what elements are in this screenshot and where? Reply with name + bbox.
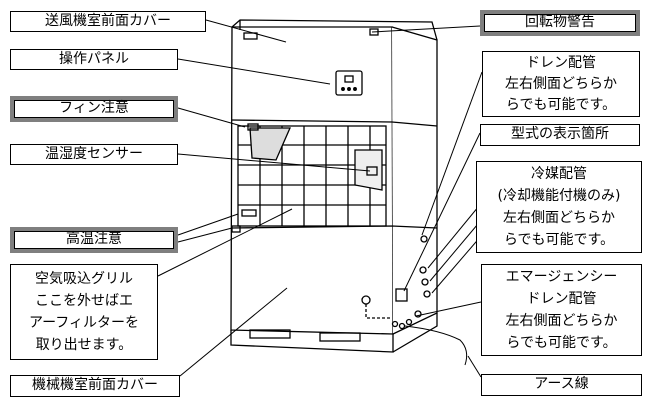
air-intake-grill-graphic [237, 125, 387, 227]
label-air-intake-grill: 空気吸込グリルここを外せばエアーフィルターを取り出せます。 [10, 264, 158, 360]
label-rotating-warning: 回転物警告 [480, 10, 640, 36]
label-drain-pipe: ドレン配管左右側面どちらからでも可能です。 [482, 51, 640, 117]
label-front-cover-machine: 機械機室前面カバー [10, 375, 180, 397]
label-fin-caution: フィン注意 [10, 96, 178, 122]
label-emergency-drain: エマージェンシードレン配管左右側面どちらからでも可能です。 [481, 264, 642, 356]
control-panel-graphic [335, 70, 363, 96]
label-model-display: 型式の表示箇所 [480, 124, 640, 146]
unit-top [231, 19, 438, 41]
label-temp-humidity-sensor: 温湿度センサー [10, 144, 178, 165]
label-front-cover-blower: 送風機室前面カバー [10, 11, 206, 32]
unit-body-side [391, 26, 438, 335]
label-high-temp-caution: 高温注意 [10, 227, 178, 253]
label-control-panel: 操作パネル [10, 49, 178, 70]
label-refrigerant-pipe: 冷媒配管(冷却機能付機のみ)左右側面どちらからでも可能です。 [476, 161, 642, 253]
label-earth-wire: アース線 [481, 374, 642, 396]
